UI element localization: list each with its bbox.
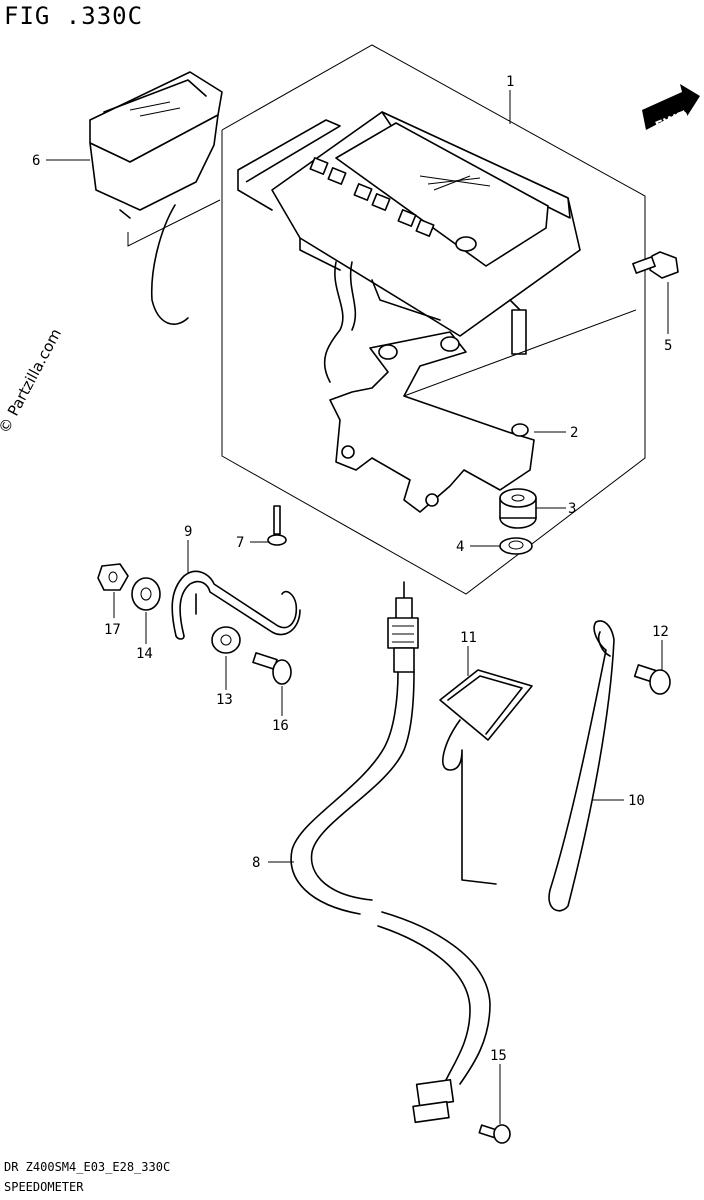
callout-11: 11 (460, 630, 477, 646)
part-13-washer (211, 626, 241, 654)
callout-10: 10 (628, 793, 645, 809)
part-7-screw (267, 505, 287, 546)
callout-8: 8 (252, 855, 260, 871)
assembly-outline (221, 44, 646, 595)
part-15-screw (478, 1124, 511, 1144)
model-code: DR Z400SM4_E03_E28_330C (4, 1160, 171, 1174)
part-1-speedometer (237, 111, 581, 383)
leader-lines (46, 90, 669, 1124)
callout-12: 12 (652, 624, 669, 640)
callout-16: 16 (272, 718, 289, 734)
part-17-nut (97, 563, 129, 591)
callout-numbers: 1 2 3 4 5 6 7 8 9 10 11 12 13 14 15 16 1… (32, 74, 672, 1064)
part-4-collar (499, 537, 533, 555)
fwd-arrow-icon: FWD (642, 84, 700, 135)
part-3-grommet (499, 488, 537, 529)
callout-6: 6 (32, 153, 40, 169)
part-12-bolt (633, 664, 671, 695)
part-2-bracket (329, 309, 637, 513)
callout-14: 14 (136, 646, 153, 662)
part-8-cable (290, 581, 491, 1124)
callout-7: 7 (236, 535, 244, 551)
part-14-washer (131, 577, 161, 611)
callout-17: 17 (104, 622, 121, 638)
callout-2: 2 (570, 425, 578, 441)
callout-1: 1 (506, 74, 514, 90)
callout-3: 3 (568, 501, 576, 517)
part-6-cover (89, 71, 223, 325)
callout-5: 5 (664, 338, 672, 354)
section-name: SPEEDOMETER (4, 1180, 84, 1194)
callout-4: 4 (456, 539, 464, 555)
part-10-band (548, 620, 615, 912)
callout-13: 13 (216, 692, 233, 708)
callout-9: 9 (184, 524, 192, 540)
part-16-bolt (252, 652, 292, 685)
part-11-guide (439, 669, 533, 885)
callout-15: 15 (490, 1048, 507, 1064)
figure-title: FIG .330C (4, 2, 144, 30)
part-9-clamp (171, 570, 301, 640)
part-5-bolt (632, 251, 679, 279)
